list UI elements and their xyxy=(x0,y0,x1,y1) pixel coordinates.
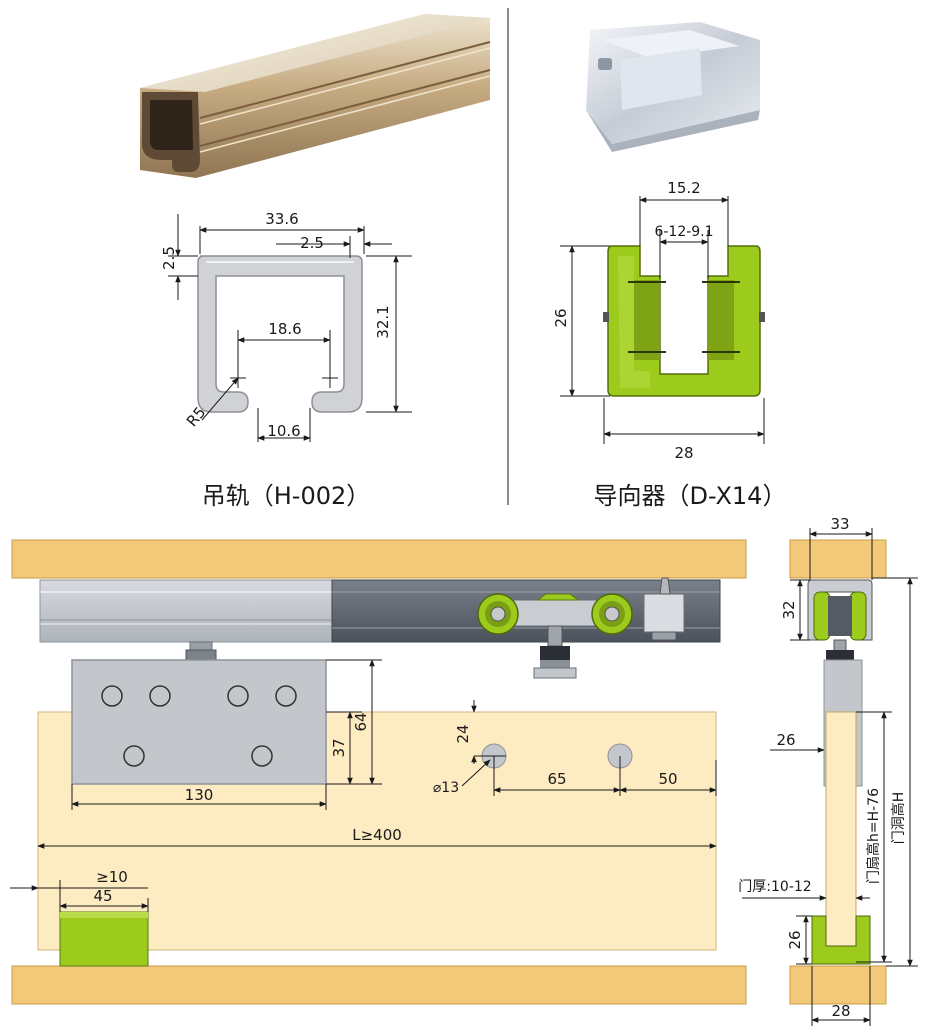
bottom-wood-beam xyxy=(11,965,747,1005)
guide-range-label: 6-12-9.1 xyxy=(654,224,713,240)
bottom-guide xyxy=(59,911,149,967)
rail-product-image xyxy=(140,14,491,178)
section-top-width-label: 33 xyxy=(830,515,849,533)
guide-width-label: 28 xyxy=(674,444,693,462)
length-label: L≥400 xyxy=(352,826,402,844)
hole-diameter-label: ⌀13 xyxy=(433,780,459,796)
rail-height-label: 32.1 xyxy=(374,305,392,338)
top-wood-beam xyxy=(11,539,747,579)
guide-product-image xyxy=(586,22,760,152)
guide-caption: 导向器（D-X14） xyxy=(594,482,787,510)
guide-section-drawing xyxy=(560,196,765,444)
plate-h2-label: 64 xyxy=(352,712,370,731)
rail-width-label: 33.6 xyxy=(265,210,298,228)
rail-top-label: 2.5 xyxy=(160,246,178,270)
plate-width-label: 130 xyxy=(185,786,214,804)
door-thickness-label: 门厚:10-12 xyxy=(738,879,811,895)
door-height-label: 门扇高h=H-76 xyxy=(865,788,882,884)
section-leaf-label: 26 xyxy=(776,731,795,749)
guide-height-label: 26 xyxy=(552,308,570,327)
hole-top-label: 24 xyxy=(454,724,472,743)
rail-caption: 吊轨（H-002） xyxy=(202,482,371,510)
plate-h1-label: 37 xyxy=(330,738,348,757)
guide-min-label: ≥10 xyxy=(96,868,128,886)
hole-edge-label: 50 xyxy=(658,770,677,788)
hole-gap-label: 65 xyxy=(547,770,566,788)
side-section-drawing xyxy=(742,528,918,1026)
guide-width-label-assembly: 45 xyxy=(93,887,112,905)
rail-lip-label: 2.5 xyxy=(300,234,324,252)
rail-section-drawing xyxy=(168,214,412,442)
section-bottom-width-label: 28 xyxy=(831,1002,850,1020)
rail-slot-label: 10.6 xyxy=(267,422,300,440)
section-rail-height-label: 32 xyxy=(780,600,798,619)
assembly-drawing xyxy=(10,539,747,1005)
section-guide-height-label: 26 xyxy=(786,930,804,949)
mounting-plate xyxy=(71,659,327,785)
rail-inner-label: 18.6 xyxy=(268,320,301,338)
opening-height-label: 门洞高H xyxy=(890,792,907,845)
guide-top-label: 15.2 xyxy=(667,179,700,197)
